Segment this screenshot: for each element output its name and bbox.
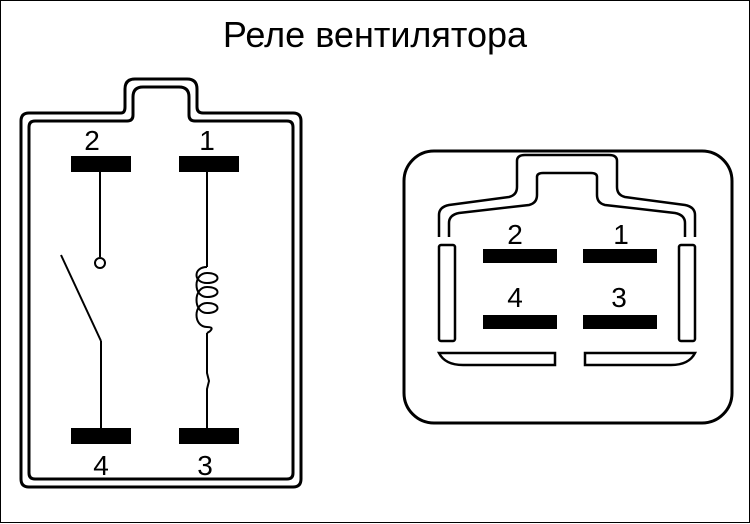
schematic-pin-label-3: 3 [197, 450, 213, 481]
connector-terminal-1 [583, 249, 657, 263]
connector-pin-label-3: 3 [611, 282, 627, 313]
schematic-pin-label-4: 4 [93, 450, 109, 481]
relay-terminals [71, 156, 239, 444]
relay-housing-outer [19, 77, 303, 489]
connector-pin-label-1: 1 [613, 219, 629, 250]
relay-coil [195, 266, 219, 334]
terminal-bar-4 [71, 428, 131, 444]
terminal-bar-1 [179, 156, 239, 172]
connector-latch-outer [437, 153, 697, 237]
connector-terminal-3 [583, 315, 657, 329]
diagram-title: Реле вентилятора [222, 14, 528, 55]
connector-bottom-key-right [583, 351, 698, 367]
connector-latch-inner [447, 171, 687, 237]
schematic-pin-label-1: 1 [199, 125, 215, 156]
connector-pin-label-2: 2 [507, 219, 523, 250]
terminal-bar-3 [179, 428, 239, 444]
schematic-pin-label-2: 2 [84, 125, 100, 156]
relay-schematic [19, 77, 303, 489]
terminal-bar-2 [71, 156, 131, 172]
pin-3-lead [206, 333, 211, 433]
switch-contact-point [94, 257, 106, 269]
relay-housing-inner [27, 85, 295, 481]
connector-view [402, 149, 734, 425]
connector-terminals [483, 249, 657, 329]
connector-side-rail-left [437, 243, 457, 343]
switch-lever [60, 254, 102, 342]
connector-body [402, 149, 734, 425]
connector-pin-label-4: 4 [507, 282, 523, 313]
connector-terminal-2 [483, 249, 557, 263]
connector-side-rail-right [677, 243, 697, 343]
connector-bottom-key-left [436, 351, 557, 367]
connector-terminal-4 [483, 315, 557, 329]
